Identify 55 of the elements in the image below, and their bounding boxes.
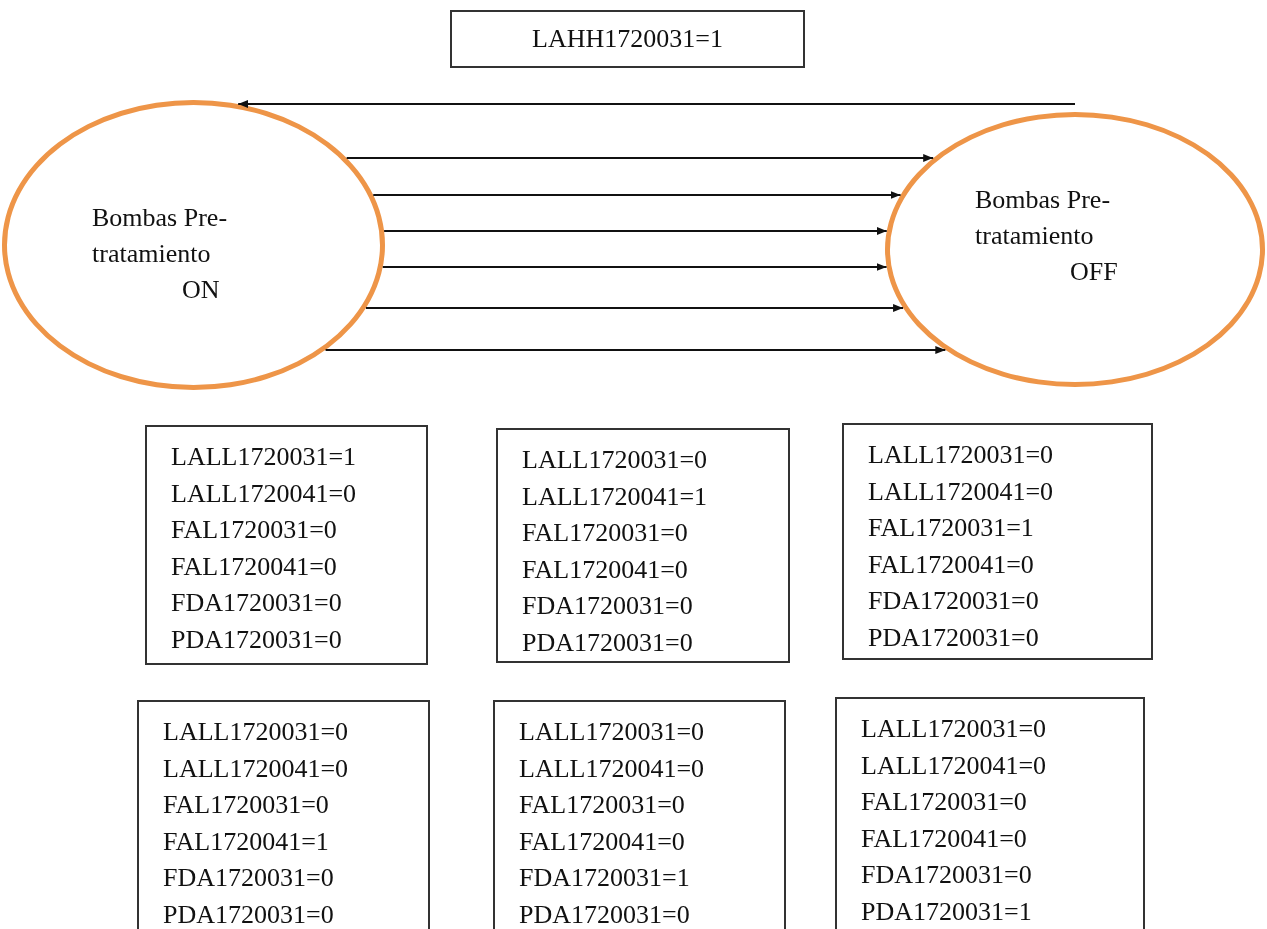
signal-condition: LALL1720041=0 [868,475,1054,508]
signal-condition: LALL1720041=1 [522,480,708,513]
signal-condition: FDA1720031=0 [171,587,342,619]
signal-condition: PDA1720031=0 [519,898,690,929]
signal-condition: FDA1720031=0 [861,859,1032,891]
signal-condition: FDA1720031=0 [868,585,1039,617]
arrow [237,100,1076,108]
signal-condition: PDA1720031=0 [868,621,1039,654]
signal-box [145,425,428,665]
signal-condition: FAL1720031=1 [868,512,1034,544]
condition-box [450,10,805,68]
signal-condition: FAL1720041=0 [519,825,685,858]
signal-condition: FAL1720041=0 [868,548,1034,581]
signal-condition: PDA1720031=0 [522,626,693,659]
signal-condition: FDA1720031=1 [519,862,690,894]
signal-condition: FAL1720031=0 [519,789,685,821]
signal-condition: LALL1720031=0 [519,716,705,748]
signal-condition: LALL1720041=0 [163,752,349,785]
signal-condition: FAL1720041=0 [171,550,337,583]
signal-box [496,428,790,663]
signal-condition: FAL1720031=0 [163,789,329,821]
state-value: ON [182,274,220,306]
signal-condition: LALL1720041=0 [171,477,357,510]
signal-condition: FAL1720041=0 [522,553,688,586]
state-label: Bombas Pre- tratamiento [975,184,1112,252]
signal-condition: LALL1720031=0 [861,713,1047,745]
signal-condition: LALL1720031=0 [522,444,708,476]
arrow [345,154,935,162]
signal-condition: LAHH1720031=1 [532,22,723,55]
signal-condition: FAL1720031=0 [522,517,688,549]
signal-condition: FAL1720041=0 [861,822,1027,855]
signal-condition: PDA1720031=0 [171,623,342,656]
signal-condition: LALL1720041=0 [519,752,705,785]
signal-condition: FAL1720041=1 [163,825,329,858]
signal-condition: FAL1720031=0 [171,514,337,546]
state-label: Bombas Pre- tratamiento [92,202,229,270]
signal-box [842,423,1153,660]
signal-box [835,697,1145,929]
arrow [324,346,947,354]
signal-condition: LALL1720041=0 [861,749,1047,782]
signal-condition: LALL1720031=0 [868,439,1054,471]
arrow [365,304,905,312]
signal-condition: PDA1720031=0 [163,898,334,929]
signal-condition: FAL1720031=0 [861,786,1027,818]
signal-condition: FDA1720031=0 [522,590,693,622]
signal-condition: LALL1720031=1 [171,441,357,473]
signal-condition: FDA1720031=0 [163,862,334,894]
signal-box [137,700,430,929]
arrow [383,227,888,235]
signal-condition: PDA1720031=1 [861,895,1032,928]
signal-box [493,700,786,929]
arrow [381,263,888,271]
signal-condition: LALL1720031=0 [163,716,349,748]
state-value: OFF [1070,256,1118,288]
arrow [372,191,902,199]
